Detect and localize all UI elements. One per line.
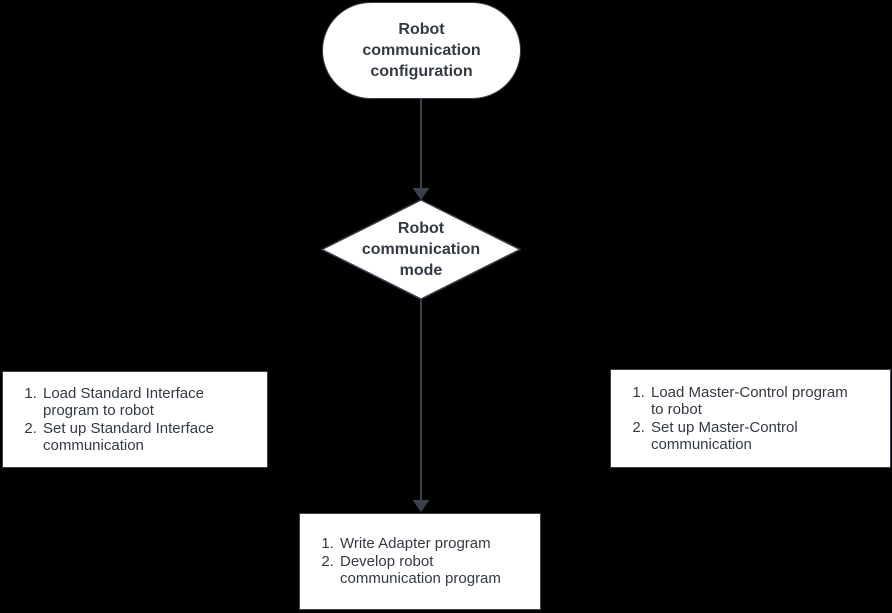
list-item: Load Standard Interface program to robot xyxy=(41,385,214,420)
node-start: Robot communication configuration xyxy=(322,2,521,99)
master-control-steps: Load Master-Control program to robot Set… xyxy=(611,384,856,454)
node-master-control: Load Master-Control program to robot Set… xyxy=(610,369,891,468)
decision-diamond-shape xyxy=(320,199,522,300)
node-adapter: Write Adapter program Develop robot comm… xyxy=(299,513,541,610)
list-item: Set up Master-Control communication xyxy=(649,419,848,454)
list-item: Set up Standard Interface communication xyxy=(41,420,214,455)
node-decision: Robot communication mode xyxy=(331,204,511,295)
node-decision-label: Robot communication mode xyxy=(361,220,481,279)
list-item: Load Master-Control program to robot xyxy=(649,384,848,419)
adapter-steps: Write Adapter program Develop robot comm… xyxy=(300,535,509,588)
node-start-label: Robot communication configuration xyxy=(362,21,481,80)
node-standard-interface: Load Standard Interface program to robot… xyxy=(2,371,268,468)
arrowhead-down-icon xyxy=(412,500,430,512)
list-item: Write Adapter program xyxy=(338,535,501,553)
arrowhead-down-icon xyxy=(412,188,430,200)
list-item: Develop robot communication program xyxy=(338,553,501,588)
standard-interface-steps: Load Standard Interface program to robot… xyxy=(3,385,222,455)
